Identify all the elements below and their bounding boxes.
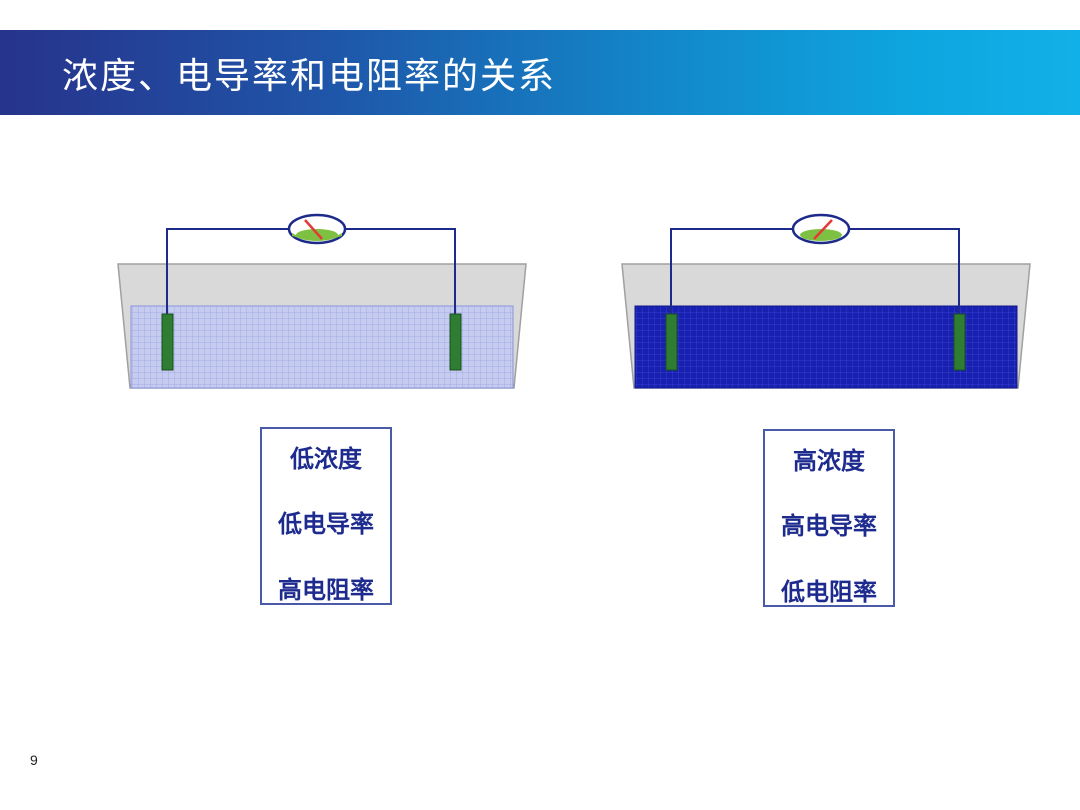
label-box-low: 低浓度 低电导率 高电阻率	[260, 427, 392, 605]
needle	[813, 219, 833, 240]
page-number: 9	[30, 752, 38, 768]
meter-icon	[287, 213, 347, 245]
wire	[670, 228, 960, 318]
resistivity-label: 高电阻率	[278, 576, 374, 604]
electrode-right	[953, 313, 966, 371]
title-bar: 浓度、电导率和电阻率的关系	[0, 30, 1080, 115]
electrode-right	[449, 313, 462, 371]
meter-icon	[791, 213, 851, 245]
conductivity-label: 高电导率	[781, 512, 877, 540]
concentration-label: 高浓度	[793, 447, 865, 475]
label-box-high: 高浓度 高电导率 低电阻率	[763, 429, 895, 607]
solution	[130, 305, 514, 389]
needle	[304, 219, 323, 240]
slide-title: 浓度、电导率和电阻率的关系	[62, 55, 557, 97]
cell-low-concentration	[117, 213, 527, 389]
resistivity-label: 低电阻率	[781, 578, 877, 606]
concentration-label: 低浓度	[290, 445, 362, 473]
cell-high-concentration	[621, 213, 1031, 389]
wire	[166, 228, 456, 318]
electrode-left	[665, 313, 678, 371]
conductivity-label: 低电导率	[278, 510, 374, 538]
electrode-left	[161, 313, 174, 371]
solution	[634, 305, 1018, 389]
